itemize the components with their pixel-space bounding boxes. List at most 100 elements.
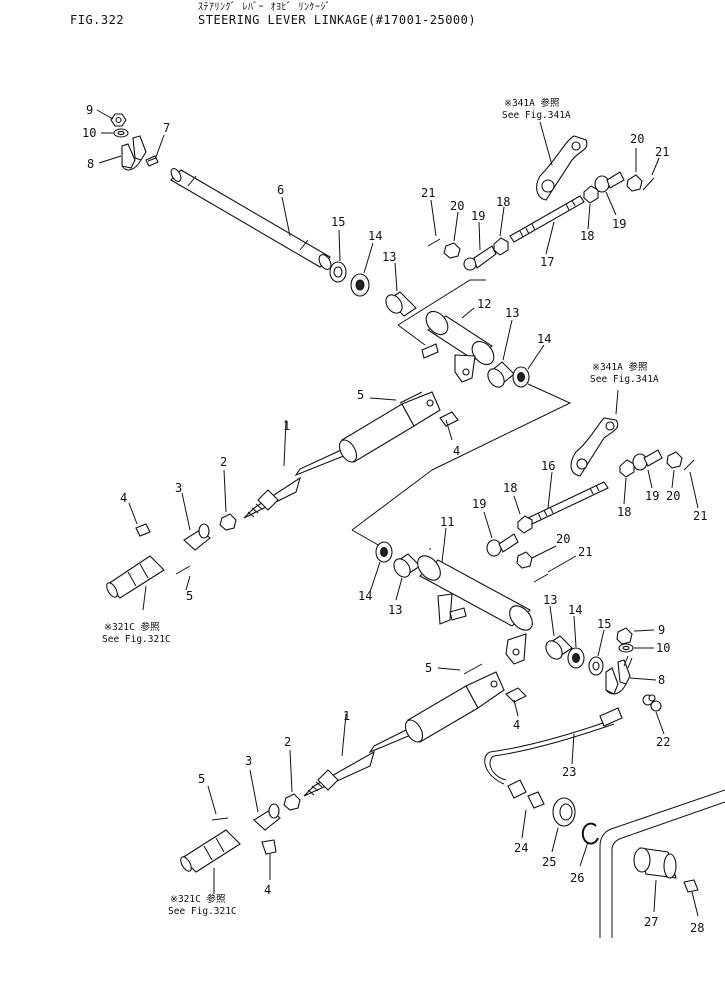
callout-18-b: 18 [580,229,594,243]
callout-8-top: 8 [87,157,94,171]
callout-20-a: 20 [450,199,464,213]
part-20-nut-c [666,451,683,469]
part-8-clevis-bottom [605,655,633,695]
callout-18-a: 18 [496,195,510,209]
part-5-pin-a [399,391,423,404]
lever-arm-341a-top [536,135,588,201]
part-1-cylinder-lower [368,671,505,754]
part-25-nut [552,797,576,827]
callout-11: 11 [440,515,454,529]
part-13-bushing-a [385,291,417,317]
clevis-321c-left [106,555,165,599]
part-9-nut-top [110,113,127,127]
callout-9-bottom: 9 [658,623,665,637]
part-15-ring-upper [329,261,347,283]
part-13-bushing-b [487,361,515,388]
reference-321c-left-jp: ※321C 参照 [104,621,160,633]
part-3-pin-b [253,803,281,831]
part-21-cotter-pin-d [533,573,549,583]
callout-22: 22 [656,735,670,749]
part-19-rod-end-b [594,171,625,193]
callout-16: 16 [541,459,555,473]
callout-24: 24 [514,841,528,855]
part-3-pin-a [183,523,211,551]
reference-341a-mid: See Fig.341A [590,374,659,385]
part-4-bolt-a [439,411,459,441]
callout-7: 7 [163,121,170,135]
callout-21-c: 21 [693,509,707,523]
callout-28: 28 [690,921,704,935]
callout-14-b: 14 [537,332,551,346]
figure-title-japanese: ｽﾃｱﾘﾝｸﾞ ﾚﾊﾞｰ ｵﾖﾋﾞ ﾘﾝｹｰｼﾞ [198,2,332,13]
part-4-bolt-c [505,687,527,717]
reference-321c-bottom: See Fig.321C [168,906,237,917]
callout-14-c: 14 [358,589,372,603]
callout-20-b: 20 [630,132,644,146]
part-16-threaded-rod [527,481,609,525]
part-5-pin-c [463,663,483,675]
callout-1-upper: 1 [283,419,290,433]
callout-18-c: 18 [617,505,631,519]
callout-12: 12 [477,297,491,311]
part-1-rod-end-upper [243,476,301,519]
callout-26: 26 [570,871,584,885]
part-23-cable [484,707,623,785]
part-7-bolt-top [145,155,159,167]
part-19-rod-end-c [632,449,663,471]
callout-19-a: 19 [471,209,485,223]
part-21-cotter-pin-a [427,238,441,247]
callout-5-b: 5 [186,589,193,603]
part-2-nut-a [219,513,237,531]
callout-4-b: 4 [120,491,127,505]
callout-19-d: 19 [472,497,486,511]
part-1-rod-end-lower [303,750,375,797]
part-27-plug [633,847,677,879]
callout-21-b: 21 [655,145,669,159]
part-14-bearing-b [512,366,530,388]
part-4-bolt-b [135,523,151,537]
part-10-washer-top [113,128,129,138]
callout-3-a: 3 [175,481,182,495]
part-2-nut-b [283,793,301,811]
callout-21-d: 21 [578,545,592,559]
part-20-nut-a [443,242,461,259]
part-24-fitting [507,779,545,809]
part-18-nut-b [583,185,599,204]
part-14-bearing-c [375,541,393,563]
callout-23: 23 [562,765,576,779]
callout-17: 17 [540,255,554,269]
callout-13-d: 13 [543,593,557,607]
reference-341a-mid-jp: ※341A 参照 [592,361,648,373]
part-5-pin-b [175,565,191,575]
part-6-shaft [170,168,332,270]
callout-10-bottom: 10 [656,641,670,655]
callout-20-c: 20 [666,489,680,503]
callout-14-upper: 14 [368,229,382,243]
callout-15-lower: 15 [597,617,611,631]
part-20-nut-d [516,551,533,569]
callout-1-lower: 1 [343,709,350,723]
reference-341a-top: See Fig.341A [502,110,571,121]
callout-2-b: 2 [284,735,291,749]
callout-19-b: 19 [612,217,626,231]
callout-9-top: 9 [86,103,93,117]
reference-321c-left: See Fig.321C [102,634,171,645]
part-4-bolt-d [261,839,277,880]
part-11-lever-body [417,555,533,665]
part-17-threaded-rod [509,195,585,243]
part-13-bushing-c [393,553,421,578]
part-12-lever-body [421,310,495,383]
callout-5-a: 5 [357,388,364,402]
part-18-nut-d [517,515,533,534]
part-18-nut-c [619,459,635,478]
part-21-cotter-pin-c [683,459,695,471]
callout-18-d: 18 [503,481,517,495]
part-19-rod-end-a [463,245,497,271]
part-20-nut-b [626,174,643,192]
part-13-bushing-d [545,635,573,660]
callout-20-d: 20 [556,532,570,546]
callout-5-d: 5 [198,772,205,786]
part-18-nut-a [493,237,509,256]
